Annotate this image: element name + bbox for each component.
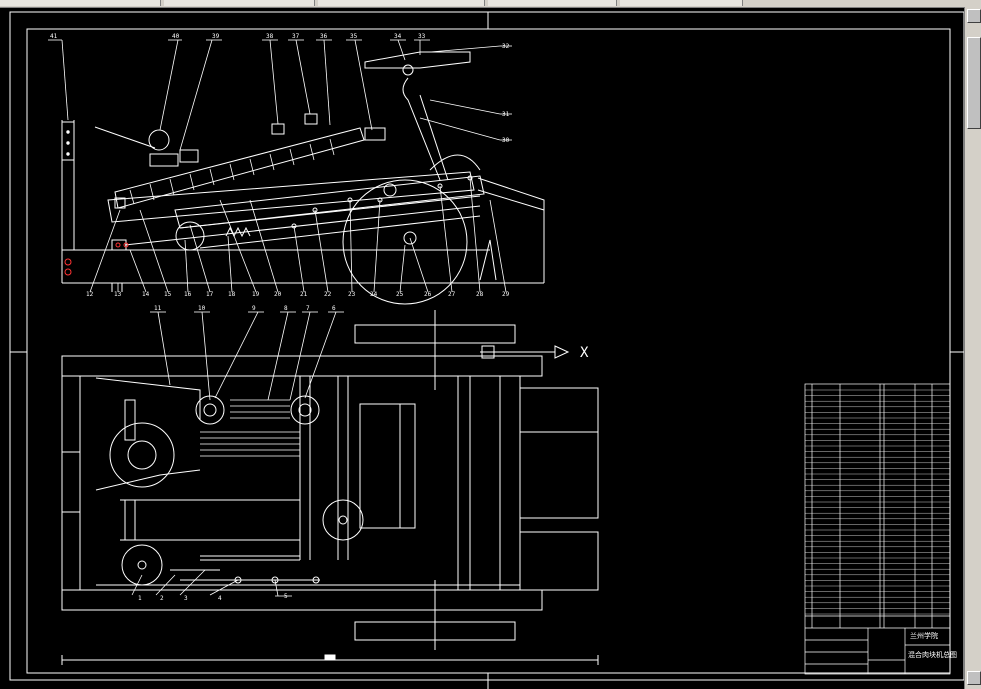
part-number-label: 1: [138, 595, 142, 602]
part-number-label: 11: [154, 305, 162, 312]
part-number-label: 15: [164, 291, 172, 298]
part-number-label: 38: [266, 33, 274, 40]
part-number-label: 3: [184, 595, 188, 602]
part-number-label: 34: [394, 33, 402, 40]
part-number-label: 14: [142, 291, 150, 298]
side-view-part-numbers: 41 40 39 38 37 36 35 34 33 32 31 30: [50, 33, 510, 144]
part-number-label: 12: [86, 291, 94, 298]
bill-of-materials-table: [804, 383, 951, 675]
part-number-label: 40: [172, 33, 180, 40]
part-number-label: 29: [502, 291, 510, 298]
part-number-label: 7: [306, 305, 310, 312]
part-number-label: 5: [284, 593, 288, 600]
part-number-label: 37: [292, 33, 300, 40]
part-number-label: 18: [228, 291, 236, 298]
part-number-label: 26: [424, 291, 432, 298]
toolbar-segment[interactable]: [0, 0, 161, 6]
part-number-label: 22: [324, 291, 332, 298]
part-number-label: 31: [502, 111, 510, 118]
part-number-label: 23: [348, 291, 356, 298]
part-number-label: 33: [418, 33, 426, 40]
title-block-school: 兰州学院: [910, 631, 938, 640]
part-number-label: 27: [448, 291, 456, 298]
scroll-thumb[interactable]: [967, 37, 981, 129]
part-number-label: 32: [502, 43, 510, 50]
part-number-label: 41: [50, 33, 58, 40]
plan-view: [61, 310, 599, 665]
viewer-toolbar: [0, 0, 981, 8]
vertical-scrollbar[interactable]: [964, 7, 981, 689]
part-number-label: 30: [502, 137, 510, 144]
part-number-label: 16: [184, 291, 192, 298]
part-number-label: 39: [212, 33, 220, 40]
toolbar-segment[interactable]: [318, 0, 485, 6]
side-view-bottom-leaders: [89, 177, 507, 293]
part-number-label: 19: [252, 291, 260, 298]
side-view-leaders: [48, 39, 512, 151]
toolbar-segment[interactable]: [164, 0, 315, 6]
title-block-drawing-name: 混合肉块机总图: [908, 650, 957, 659]
part-number-label: 25: [396, 291, 404, 298]
scroll-up-arrow-icon[interactable]: [967, 9, 981, 23]
part-number-label: 17: [206, 291, 214, 298]
part-number-label: 9: [252, 305, 256, 312]
axis-label: X: [580, 345, 589, 361]
side-view-bottom-part-numbers: 12 13 14 15 16 17 18 19 20 21 22 23 24 25 26 27 28 29: [86, 291, 510, 298]
part-number-label: 6: [332, 305, 336, 312]
part-number-label: 13: [114, 291, 122, 298]
part-number-label: 24: [370, 291, 378, 298]
side-view: [61, 51, 545, 305]
part-number-label: 28: [476, 291, 484, 298]
part-number-label: 20: [274, 291, 282, 298]
part-number-label: 2: [160, 595, 164, 602]
toolbar-segment[interactable]: [488, 0, 617, 6]
scroll-down-arrow-icon[interactable]: [967, 671, 981, 685]
part-number-label: 36: [320, 33, 328, 40]
plan-view-part-numbers: 11 10 9 8 7 6: [154, 305, 336, 312]
toolbar-segment[interactable]: [620, 0, 743, 6]
sheet-inner-border: [26, 28, 951, 674]
part-number-label: 21: [300, 291, 308, 298]
part-number-label: 4: [218, 595, 222, 602]
plan-view-leaders: [131, 311, 344, 597]
plan-view-bottom-part-numbers: 1 2 3 4 5: [138, 593, 288, 602]
sheet-outer-border: [9, 11, 964, 681]
part-number-label: 8: [284, 305, 288, 312]
part-number-label: 35: [350, 33, 358, 40]
part-number-label: 10: [198, 305, 206, 312]
